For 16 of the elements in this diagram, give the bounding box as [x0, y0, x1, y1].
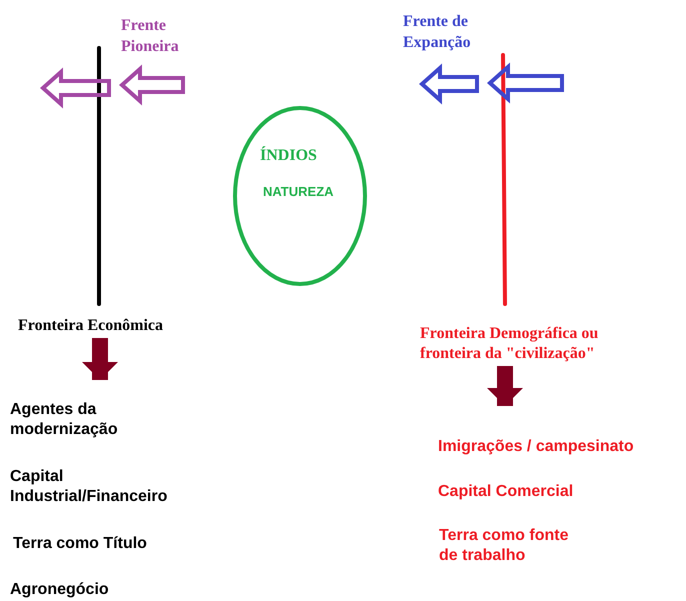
list-item: Agronegócio — [10, 580, 110, 600]
label: Frente Pioneira — [121, 16, 180, 57]
list-item: Imigrações / campesinato — [438, 437, 635, 457]
list-item: Terra como fonte de trabalho — [439, 526, 570, 566]
label: Frente de Expanção — [403, 12, 472, 53]
ellipse-text: NATUREZA — [263, 184, 334, 200]
ellipse-text: ÍNDIOS — [260, 146, 317, 166]
ellipse — [233, 106, 367, 286]
arrow — [82, 338, 118, 380]
heading: Fronteira Demográfica ou fronteira da "civilização" — [420, 324, 600, 364]
arrow — [487, 366, 523, 406]
list-item: Capital Comercial — [438, 482, 574, 502]
heading: Fronteira Econômica — [18, 316, 164, 336]
list-item: Terra como Título — [13, 534, 148, 554]
list-item: Capital Industrial/Financeiro — [10, 467, 168, 507]
list-item: Agentes da modernização — [10, 400, 119, 440]
